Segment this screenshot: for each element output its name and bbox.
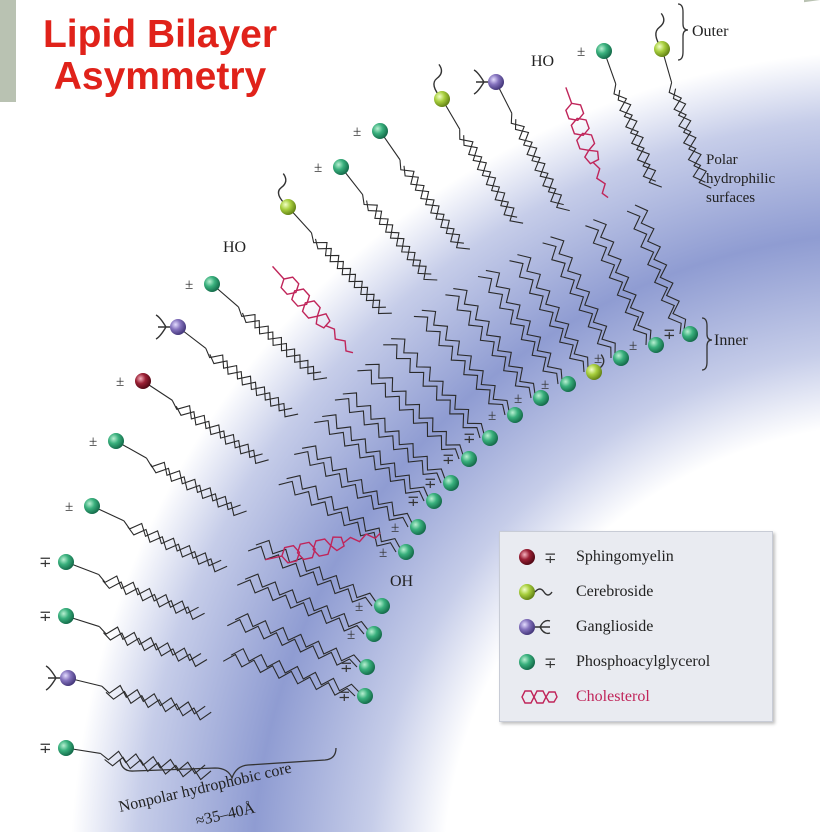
svg-text:∓: ∓ <box>340 660 353 676</box>
legend-item-phosphoacylglycerol: ∓ Phosphoacylglycerol <box>516 650 710 674</box>
svg-text:±: ± <box>629 338 637 354</box>
svg-text:±: ± <box>353 124 361 140</box>
svg-text:±: ± <box>89 434 97 450</box>
sphingomyelin-icon: ∓ <box>519 549 557 567</box>
svg-text:±: ± <box>594 351 602 367</box>
cholesterol-oh-label: OH <box>390 573 414 590</box>
inner-brace <box>701 317 713 371</box>
slide-title: Lipid Bilayer Asymmetry <box>10 14 310 98</box>
svg-text:±: ± <box>314 160 322 176</box>
slide-title-line-1: Lipid Bilayer <box>42 13 278 56</box>
slide-title-line-2: Asymmetry <box>53 55 267 98</box>
lipid-layer: ∓∓∓±∓±∓±±±±∓±∓∓±∓±±±±±±±±∓ <box>39 12 712 781</box>
svg-text:∓: ∓ <box>463 431 476 447</box>
legend-item-cerebroside: Cerebroside <box>516 580 653 604</box>
legend-item-cholesterol: Cholesterol <box>516 685 650 709</box>
polar-label-1: Polar <box>706 152 738 168</box>
outer-brace <box>677 3 689 61</box>
svg-text:∓: ∓ <box>544 551 557 567</box>
legend-label-ganglioside: Ganglioside <box>576 618 654 635</box>
svg-text:±: ± <box>391 520 399 536</box>
legend: ∓ Sphingomyelin Cerebroside Ganglioside … <box>499 531 773 722</box>
cholesterol-ho-label-lower: HO <box>223 239 246 256</box>
svg-text:±: ± <box>116 374 124 390</box>
legend-label-cerebroside: Cerebroside <box>576 583 654 600</box>
svg-text:∓: ∓ <box>338 689 351 705</box>
svg-text:∓: ∓ <box>39 741 52 757</box>
svg-text:∓: ∓ <box>544 656 557 672</box>
svg-text:±: ± <box>185 277 193 293</box>
legend-label-phosphoacylglycerol: Phosphoacylglycerol <box>576 653 711 670</box>
cerebroside-icon <box>519 584 553 600</box>
svg-text:∓: ∓ <box>442 452 455 468</box>
svg-text:±: ± <box>514 391 522 407</box>
legend-item-ganglioside: Ganglioside <box>516 615 653 639</box>
outer-label: Outer <box>692 23 729 40</box>
legend-label-sphingomyelin: Sphingomyelin <box>576 548 674 565</box>
svg-text:∓: ∓ <box>424 476 437 492</box>
legend-label-cholesterol: Cholesterol <box>576 688 650 705</box>
svg-text:±: ± <box>379 545 387 561</box>
svg-text:∓: ∓ <box>39 609 52 625</box>
inner-label: Inner <box>714 332 748 349</box>
core-brace <box>119 747 337 780</box>
ganglioside-icon <box>519 619 551 635</box>
cholesterol-ho-label-upper: HO <box>531 53 554 70</box>
svg-text:∓: ∓ <box>39 555 52 571</box>
phosphoacylglycerol-icon: ∓ <box>519 654 557 672</box>
polar-label-3: surfaces <box>706 190 755 206</box>
svg-text:∓: ∓ <box>407 494 420 510</box>
svg-text:±: ± <box>541 377 549 393</box>
cholesterol-rings-icon <box>521 690 558 704</box>
svg-text:±: ± <box>577 44 585 60</box>
slide-edge-left <box>0 0 16 102</box>
svg-text:±: ± <box>347 627 355 643</box>
svg-text:±: ± <box>355 599 363 615</box>
polar-label-2: hydrophilic <box>706 171 775 187</box>
svg-text:±: ± <box>488 408 496 424</box>
svg-text:∓: ∓ <box>663 327 676 343</box>
svg-text:±: ± <box>65 499 73 515</box>
legend-item-sphingomyelin: ∓ Sphingomyelin <box>516 545 674 569</box>
